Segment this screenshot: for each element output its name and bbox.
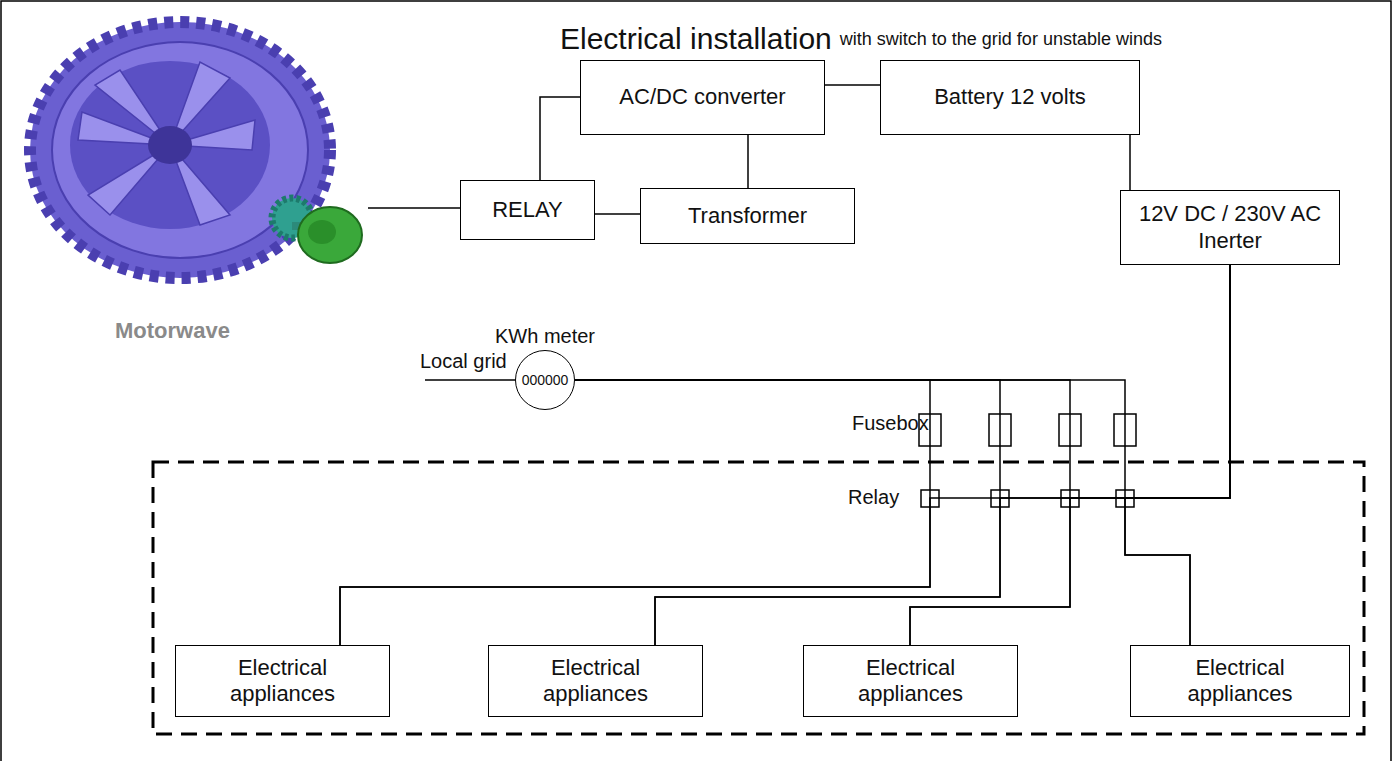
component-box: Electrical appliances bbox=[1130, 645, 1350, 717]
wind-turbine-illustration bbox=[30, 22, 362, 278]
grid-wire bbox=[425, 379, 516, 381]
wire-connector bbox=[575, 380, 1000, 645]
part-label: Relay bbox=[848, 486, 899, 509]
wire-connector bbox=[1125, 265, 1230, 645]
box-label: Electrical appliances bbox=[1141, 655, 1339, 708]
wire-connector bbox=[540, 97, 580, 180]
brand-logo: Motorwave bbox=[115, 318, 230, 344]
relay-symbols bbox=[921, 490, 1134, 507]
box-label: Electrical appliances bbox=[814, 655, 1007, 708]
diagram-title: Electrical installation bbox=[560, 22, 832, 56]
wire-connector bbox=[340, 380, 930, 645]
wire-connector bbox=[340, 265, 1230, 645]
part-label: Local grid bbox=[420, 350, 507, 373]
box-label: Electrical appliances bbox=[499, 655, 692, 708]
kwh-meter: KWh meter000000 bbox=[495, 322, 595, 412]
subtitle: with switch to the grid for unstable win… bbox=[840, 29, 1162, 50]
box-label: AC/DC converter bbox=[619, 84, 785, 110]
box-label: Electrical appliances bbox=[186, 655, 379, 708]
box-label: 12V DC / 230V AC Inerter bbox=[1131, 201, 1329, 254]
wire-connector bbox=[747, 135, 749, 188]
wire-connector bbox=[910, 265, 1230, 645]
component-box: Electrical appliances bbox=[175, 645, 390, 717]
fuse-symbols bbox=[919, 414, 1136, 446]
meter-label: KWh meter bbox=[495, 324, 595, 348]
component-box: 12V DC / 230V AC Inerter bbox=[1120, 190, 1340, 265]
generator-wire bbox=[368, 207, 460, 209]
wire-connector bbox=[575, 380, 1070, 645]
component-box: Transformer bbox=[640, 188, 855, 244]
box-label: RELAY bbox=[492, 197, 563, 223]
meter-reading: 000000 bbox=[515, 350, 575, 410]
box-label: Transformer bbox=[688, 203, 807, 229]
component-box: RELAY bbox=[460, 180, 595, 240]
wire-connector bbox=[825, 84, 880, 86]
wire-connector bbox=[1129, 135, 1131, 190]
wire-connector bbox=[595, 213, 640, 215]
component-box: Electrical appliances bbox=[488, 645, 703, 717]
wire-connector bbox=[655, 265, 1230, 645]
component-box: Battery 12 volts bbox=[880, 60, 1140, 135]
wire-connector bbox=[575, 380, 1190, 645]
box-label: Battery 12 volts bbox=[934, 84, 1086, 110]
component-box: Electrical appliances bbox=[803, 645, 1018, 717]
part-label: Fusebox bbox=[852, 412, 929, 435]
component-box: AC/DC converter bbox=[580, 60, 825, 135]
dashed-boundary bbox=[153, 462, 1364, 734]
